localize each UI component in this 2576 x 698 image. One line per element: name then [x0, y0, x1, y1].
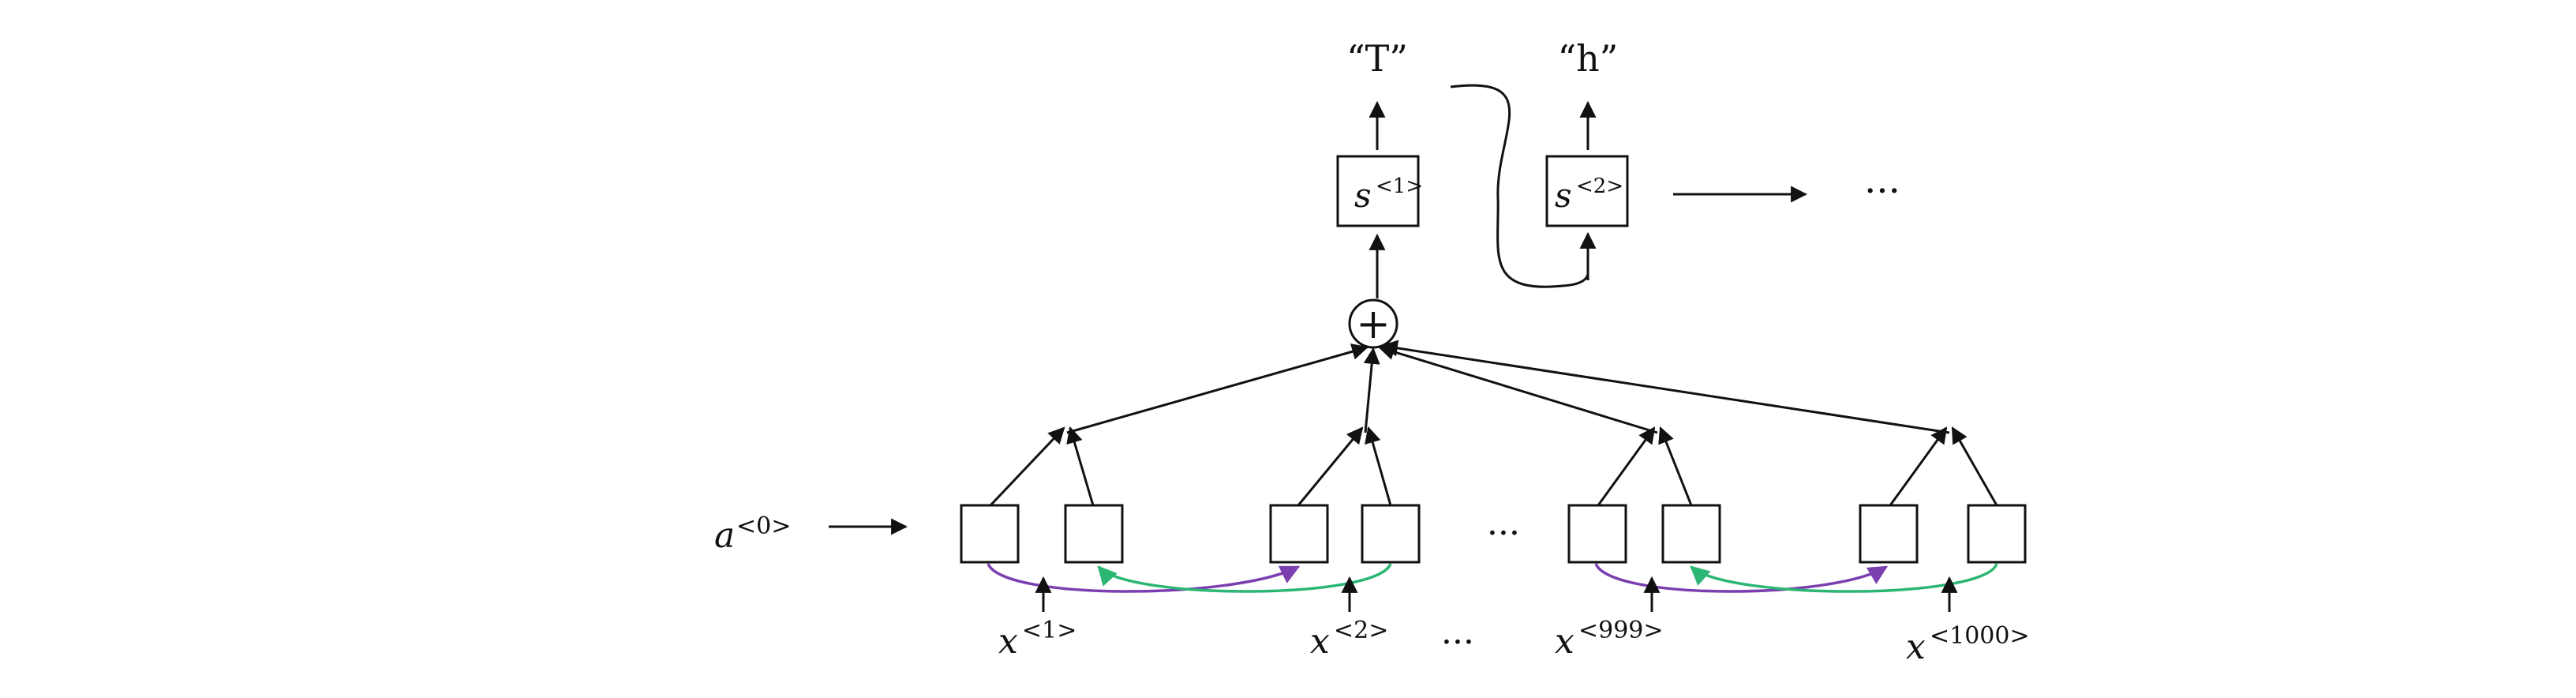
input-label-2-sup: <2> [1334, 617, 1388, 644]
encoder-box-4b [1967, 504, 2027, 564]
output-label-2: “h” [1558, 37, 1619, 80]
decoder-ellipsis: ··· [1864, 169, 1900, 213]
encoder-box-4a [1859, 504, 1919, 564]
decoder-state-1-sup: <1> [1376, 174, 1423, 198]
input-ellipsis: ··· [1441, 622, 1474, 662]
pair2-right-up [1365, 426, 1392, 506]
decoder-state-2-sup: <2> [1576, 174, 1623, 198]
attn-line-2 [1363, 347, 1380, 433]
encoder-box-1a [960, 504, 1020, 564]
pair4-left-up [1889, 426, 1948, 506]
encoder-box-2a [1269, 504, 1329, 564]
encoder-box-3a [1567, 504, 1627, 564]
pair1-left-up [989, 426, 1065, 507]
decoder-state-1-base: s [1354, 176, 1372, 215]
sum-node-symbol: + [1356, 301, 1391, 348]
pair3-left-up [1597, 426, 1656, 506]
pair1-right-up [1066, 426, 1095, 506]
input-label-4-sup: <1000> [1930, 622, 2030, 650]
input-label-1-sup: <1> [1022, 617, 1076, 644]
feedback-curve [1450, 84, 1589, 288]
forward-curve-2 [1594, 563, 1889, 593]
encoder-box-3b [1661, 504, 1721, 564]
decoder-state-2-base: s [1555, 176, 1572, 215]
backward-curve-2 [1690, 563, 1998, 593]
input-label-2-base: x [1310, 621, 1330, 662]
decoder-state-box-2 [1545, 155, 1629, 227]
pair4-right-up [1951, 426, 1998, 506]
input-label-1-base: x [998, 621, 1018, 662]
input-label-3-sup: <999> [1578, 617, 1664, 644]
attn-line-1 [1066, 343, 1369, 434]
pair3-right-up [1658, 426, 1693, 506]
pair2-left-up [1297, 426, 1364, 506]
backward-curve-1 [1097, 563, 1392, 593]
initial-state-sup: <0> [736, 512, 791, 540]
encoder-ellipsis: ··· [1487, 513, 1520, 554]
decoder-state-box-1 [1336, 155, 1420, 227]
input-label-3-base: x [1555, 621, 1574, 662]
attn-line-4 [1380, 340, 1950, 434]
forward-curve-1 [987, 563, 1301, 593]
output-label-1: “T” [1346, 37, 1408, 80]
encoder-box-1b [1064, 504, 1124, 564]
input-label-4-base: x [1906, 627, 1926, 667]
attn-line-3 [1377, 343, 1658, 434]
encoder-box-2b [1361, 504, 1421, 564]
initial-state-base: a [714, 516, 735, 556]
